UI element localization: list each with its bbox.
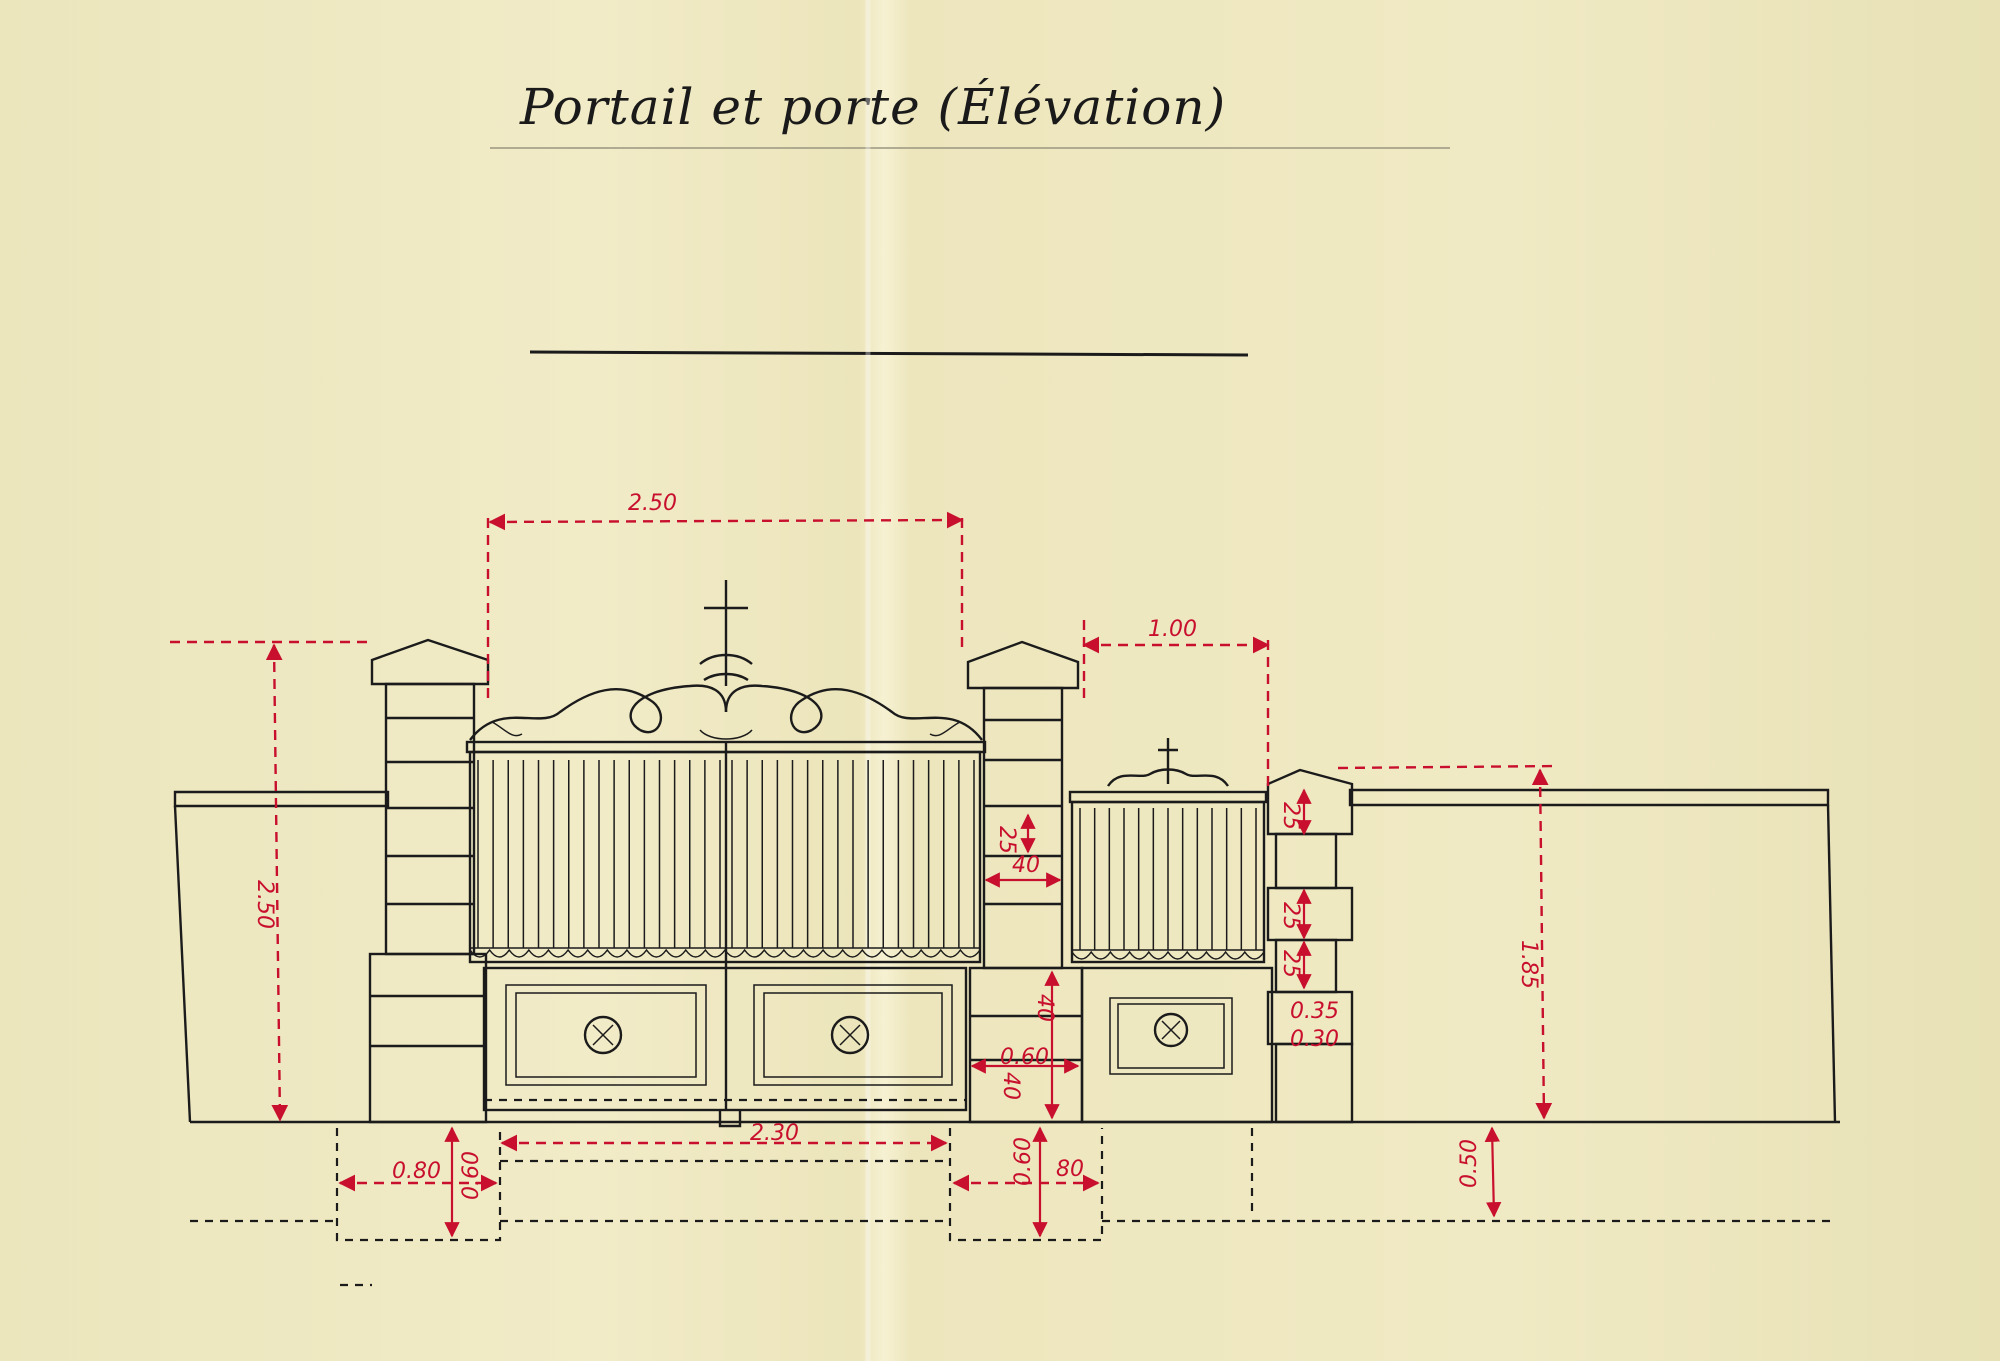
dim-footing-depth-left: 0.60 <box>459 1151 484 1200</box>
dim-right-pier-block-1: 25 <box>1278 902 1303 930</box>
right-wall <box>1348 788 1837 1123</box>
dim-gate-width: 2.50 <box>628 491 677 516</box>
door-bars <box>1079 808 1257 950</box>
dim-right-pier-block-2: 25 <box>1278 950 1303 978</box>
dimension-lines <box>170 511 1559 1238</box>
dim-footing-width-left: 0.80 <box>392 1159 441 1184</box>
dim-right-pier-width: 0.35 <box>1290 999 1339 1024</box>
dim-pier-base-height-2: 40 <box>998 1072 1023 1100</box>
dim-total-height: 2.50 <box>252 880 277 929</box>
dim-pier-base-height: 40 <box>1032 994 1057 1022</box>
dim-wall-height: 1.85 <box>1516 940 1541 989</box>
dim-footing-width-mid: 80 <box>1056 1157 1084 1182</box>
dim-pier-section: 0.60 <box>1000 1045 1049 1070</box>
gate-scallops <box>469 948 981 958</box>
dim-pier-block-height: 25 <box>994 826 1019 854</box>
foundation-footings <box>335 1128 1254 1287</box>
gate-bars-left <box>477 760 721 948</box>
left-wall <box>173 790 390 1123</box>
dim-pier-width: 40 <box>1012 853 1040 878</box>
dim-foundation-depth: 0.50 <box>1457 1139 1482 1188</box>
drawing-title: Portail et porte (Élévation) <box>520 78 1227 136</box>
main-gate <box>465 740 987 1128</box>
small-door <box>1068 738 1274 1124</box>
left-pier <box>368 638 490 1124</box>
door-scallops <box>1071 950 1265 960</box>
dim-opening-width: 2.30 <box>750 1121 799 1146</box>
dim-door-width: 1.00 <box>1148 617 1197 642</box>
dim-right-pier-depth: 0.30 <box>1290 1027 1339 1052</box>
gate-crest-cross <box>469 580 983 741</box>
dimension-labels: 2.50 1.00 2.50 1.85 2.30 0.80 0.60 80 0.… <box>252 491 1541 1200</box>
dim-right-pier-cap: 25 <box>1278 802 1303 830</box>
right-pier <box>1266 768 1354 1124</box>
gate-bars-right <box>731 760 975 948</box>
dim-footing-depth-mid: 0.60 <box>1011 1137 1036 1186</box>
separator-line <box>529 350 1249 357</box>
